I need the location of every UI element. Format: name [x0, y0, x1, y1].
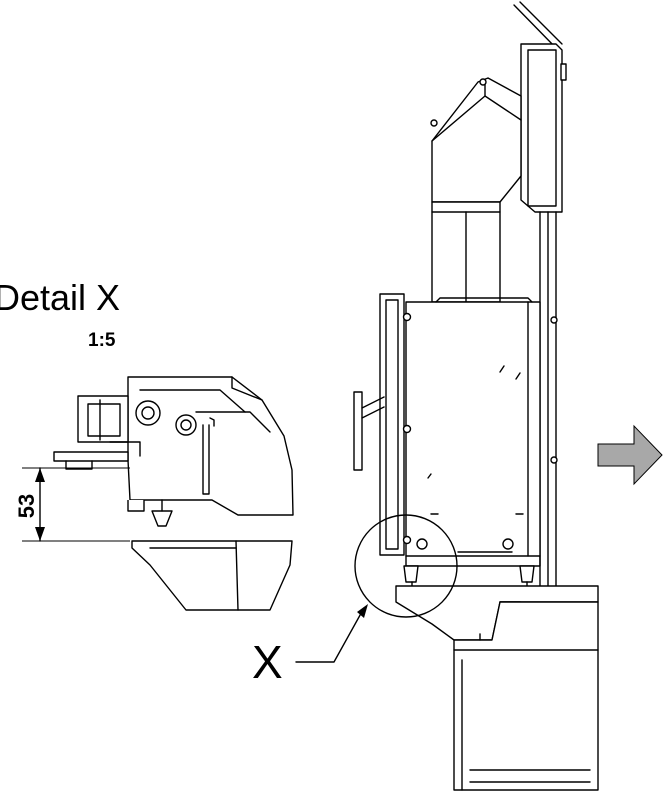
detail-stove-base	[53, 376, 294, 611]
right-arrow-icon	[597, 424, 663, 486]
stove-side-view	[353, 1, 599, 791]
callout-label: X	[252, 636, 283, 688]
dimension-53: 53	[14, 467, 130, 542]
detail-callout: X	[252, 514, 458, 688]
detail-scale: 1:5	[88, 330, 116, 351]
detail-title: Detail X	[0, 277, 120, 318]
detail-circle	[354, 514, 458, 618]
dimension-value: 53	[14, 494, 39, 518]
detail-x-view: Detail X 1:5	[0, 277, 294, 611]
